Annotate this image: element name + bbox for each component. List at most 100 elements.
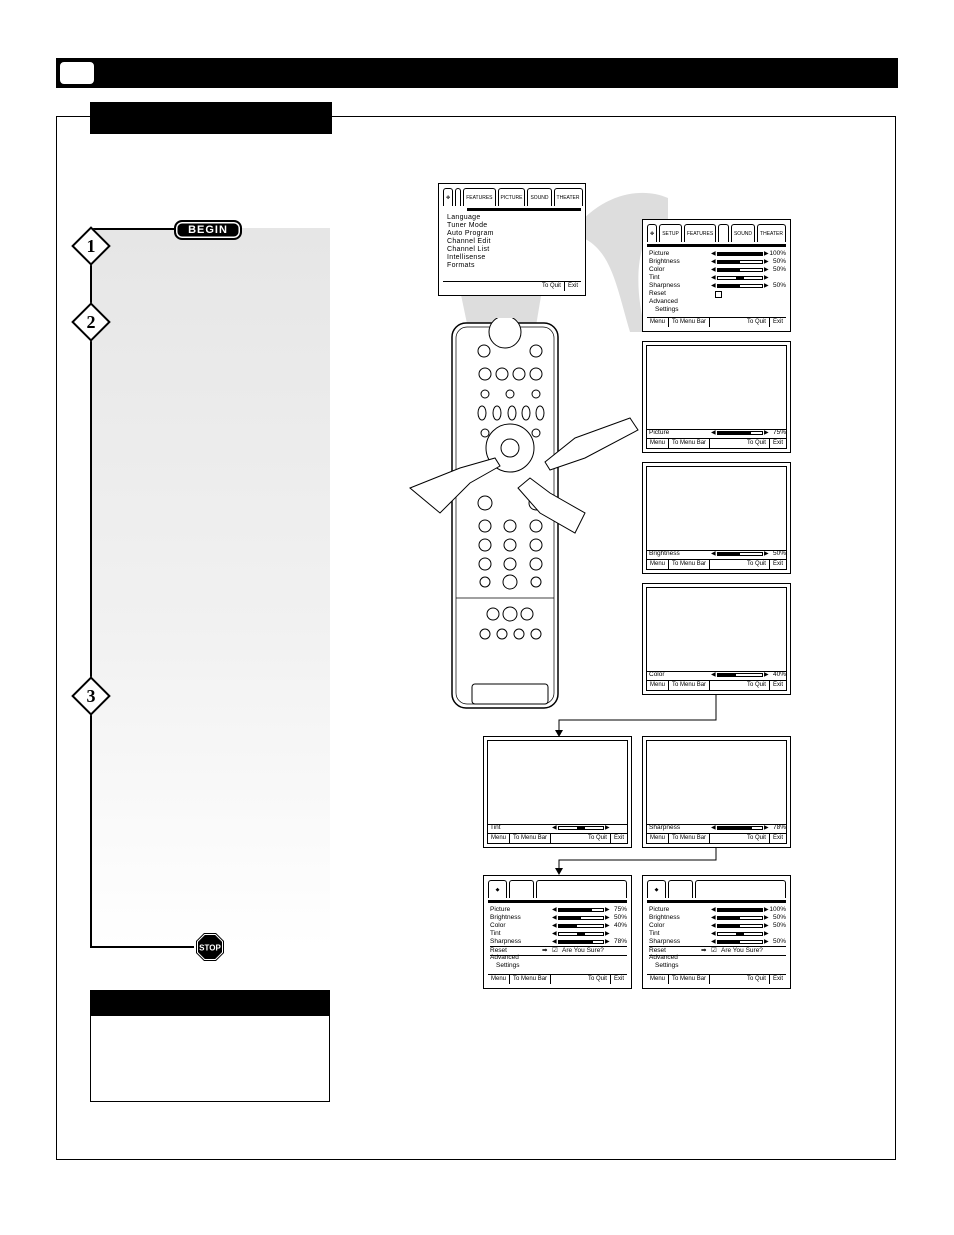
stop-sign-icon: STOP [196, 933, 224, 961]
slider-picture-bar [717, 431, 763, 435]
left-arrow-icon: ◀ [711, 259, 716, 265]
picture-menu-sharpness-fill [718, 285, 740, 287]
left-arrow-icon: ◀ [711, 430, 716, 436]
right-arrow-icon: ▶ [605, 825, 610, 831]
right-arrow-icon: ▶ [605, 915, 610, 921]
tab-nav-icon: ✥ [443, 188, 454, 206]
picture-menu-color-bar [717, 268, 763, 272]
slider-brightness-row: Brightness◀▶50% [649, 550, 786, 558]
right-arrow-icon: ▶ [764, 267, 769, 273]
reset-brightness-row: Brightness◀▶50% [490, 914, 627, 922]
advanced-row: Advanced [490, 954, 627, 962]
reset-tint-fill [576, 933, 586, 935]
slider-sharpness-label: Sharpness [649, 824, 681, 831]
left-arrow-icon: ◀ [711, 267, 716, 273]
reset-tint-row: Tint◀▶ [490, 930, 627, 938]
reset-picture-label: Picture [490, 906, 511, 913]
picture-menu-tint-bar [717, 276, 763, 280]
left-arrow-icon: ◀ [711, 939, 716, 945]
slider-tint-bar [558, 826, 604, 830]
slider-divider [647, 824, 786, 825]
footer-quit: To Quit [710, 439, 770, 448]
footer-quit: To Quit [710, 681, 770, 690]
picture-menu-color-label: Color [649, 266, 665, 273]
reset-sharpness-fill [718, 941, 740, 943]
picture-menu-sharpness-label: Sharpness [649, 282, 681, 289]
reset-tint-bar [717, 932, 763, 936]
screen-inner [646, 466, 787, 570]
screen-inner [646, 740, 787, 844]
reset-picture-bar [558, 908, 604, 912]
slider-picture-percent: 75% [772, 429, 786, 436]
footer-menu: Menu [647, 681, 670, 690]
footer-menu: Menu [647, 318, 670, 327]
reset-brightness-label: Brightness [490, 914, 521, 921]
picture-menu-screen: ✥ SETUP FEATURES SOUND THEATER Reset Adv… [642, 219, 791, 332]
picture-menu-picture-row: Picture◀▶100% [649, 250, 786, 258]
advanced-label: Advanced [649, 954, 678, 961]
reset-sharpness-bar [558, 940, 604, 944]
menu-item-channel-list: Channel List [447, 246, 490, 253]
right-arrow-icon: ▶ [764, 923, 769, 929]
picture-menu-picture-fill [718, 253, 762, 255]
picture-menu-brightness-fill [718, 261, 740, 263]
picture-menu-sharpness-percent: 50% [772, 282, 786, 289]
menu-rule [467, 208, 581, 211]
reset-brightness-bar [558, 916, 604, 920]
left-arrow-icon: ◀ [711, 923, 716, 929]
screen-inner [646, 587, 787, 691]
menu-item-intellisense: Intellisense [447, 254, 486, 261]
right-arrow-icon: ▶ [764, 283, 769, 289]
begin-badge: BEGIN [174, 220, 242, 240]
slider-picture-label: Picture [649, 429, 670, 436]
main-menu-list: Language Tuner Mode Auto Program Channel… [447, 214, 494, 270]
reset-brightness-percent: 50% [613, 914, 627, 921]
slider-color-label: Color [649, 671, 665, 678]
settings-label: Settings [496, 962, 520, 969]
tab-blank [695, 880, 786, 898]
advanced-row: Advanced [649, 954, 786, 962]
left-arrow-icon: ◀ [711, 931, 716, 937]
reset-row: Reset➡☑Are You Sure? [490, 946, 627, 956]
reset-sharpness-label: Sharpness [649, 938, 681, 945]
reset-sharpness-row: Sharpness◀▶50% [649, 938, 786, 946]
menu-item-formats: Formats [447, 262, 475, 269]
tab-blank [668, 880, 694, 898]
picture-menu-sharpness-bar [717, 284, 763, 288]
slider-divider [488, 824, 627, 825]
content-frame [56, 116, 896, 1160]
flow-arrows [555, 695, 717, 875]
picture-menu-tint-row: Tint◀▶ [649, 274, 786, 282]
slider-color-fill [718, 674, 736, 676]
remote-control [409, 318, 639, 709]
tip-header [90, 990, 330, 1016]
footer-quit: To Quit [710, 975, 770, 984]
tv-icon [58, 60, 96, 86]
picture-menu-brightness-label: Brightness [649, 258, 680, 265]
footer-menu-bar: To Menu Bar [669, 318, 711, 327]
slider-sharpness-bar [717, 826, 763, 830]
tab-blank [718, 224, 729, 242]
slider-sharpness-percent: 78% [772, 824, 786, 831]
footer-exit: Exit [772, 835, 783, 841]
tab-features: FEATURES [463, 188, 496, 206]
slider-brightness-percent: 50% [772, 550, 786, 557]
step-1-number: 1 [86, 236, 96, 256]
reset-tint-row: Tint◀▶ [649, 930, 786, 938]
footer-menu-bar: To Menu Bar [669, 681, 711, 690]
menu-item-auto-program: Auto Program [447, 230, 494, 237]
right-arrow-icon: ▶ [764, 275, 769, 281]
left-arrow-icon: ◀ [552, 931, 557, 937]
main-menu-footer: To Quit Exit [443, 281, 581, 291]
footer-menu: Menu [647, 975, 670, 984]
right-arrow-icon: ▶ [764, 672, 769, 678]
footer-menu: Menu [488, 975, 511, 984]
slider-sharpness-row: Sharpness◀▶78% [649, 824, 786, 832]
section-tab [90, 102, 332, 134]
reset-label: Reset [649, 947, 666, 954]
